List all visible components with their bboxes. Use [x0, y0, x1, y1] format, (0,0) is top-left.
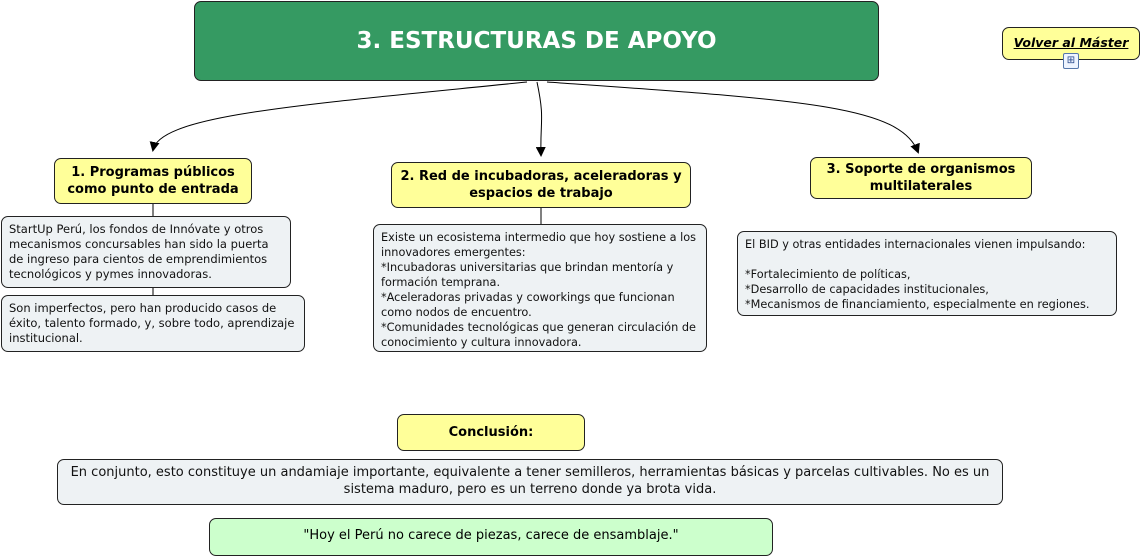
- note-ecosystem: Existe un ecosistema intermedio que hoy …: [373, 224, 707, 352]
- branch-node-1[interactable]: 1. Programas públicos como punto de entr…: [54, 158, 252, 204]
- branch-node-3[interactable]: 3. Soporte de organismos multilaterales: [810, 157, 1032, 199]
- conclusion-text: En conjunto, esto constituye un andamiaj…: [57, 459, 1003, 505]
- conclusion-quote: "Hoy el Perú no carece de piezas, carece…: [209, 518, 773, 556]
- map-hierarchy-icon[interactable]: ⊞: [1063, 53, 1079, 69]
- note-multilateral: El BID y otras entidades internacionales…: [737, 231, 1117, 316]
- conclusion-node[interactable]: Conclusión:: [397, 414, 585, 451]
- note-startup-peru: StartUp Perú, los fondos de Innóvate y o…: [1, 216, 291, 288]
- note-imperfect: Son imperfectos, pero han producido caso…: [1, 295, 305, 352]
- page-title: 3. ESTRUCTURAS DE APOYO: [194, 1, 879, 81]
- back-link-label: Volver al Máster: [1013, 35, 1129, 50]
- branch-node-2[interactable]: 2. Red de incubadoras, aceleradoras y es…: [391, 162, 691, 208]
